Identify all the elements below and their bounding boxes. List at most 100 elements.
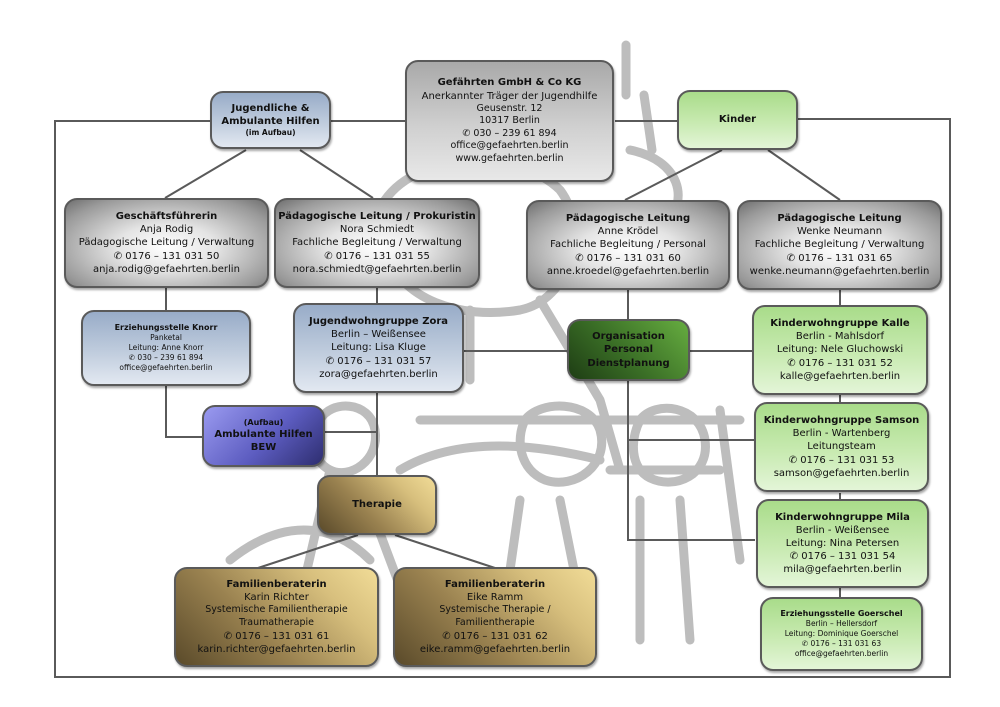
youth-branch-line2: Ambulante Hilfen: [221, 116, 320, 128]
goerschel-title: Erziehungsstelle Goerschel: [780, 608, 903, 618]
therapie-box: Therapie: [317, 475, 437, 535]
manager-box: Pädagogische Leitung Wenke Neumann Fachl…: [737, 200, 942, 290]
manager-role: Geschäftsführerin: [115, 211, 218, 223]
manager-box: Pädagogische Leitung Anne Krödel Fachlic…: [526, 200, 730, 290]
zora-email[interactable]: zora@gefaehrten.berlin: [319, 368, 438, 380]
root-title: Gefährten GmbH & Co KG: [437, 77, 582, 89]
manager-name: Nora Schmiedt: [339, 224, 415, 236]
bew-line2: Ambulante Hilfen: [214, 429, 313, 441]
group-email[interactable]: mila@gefaehrten.berlin: [783, 564, 902, 576]
group-title: Kinderwohngruppe Mila: [775, 511, 910, 523]
zora-phone: ✆ 0176 – 131 031 57: [325, 355, 432, 367]
manager-phone: ✆ 0176 – 131 031 65: [786, 252, 893, 264]
frame-line: [54, 118, 951, 678]
therapist-role: Familienberaterin: [226, 579, 327, 591]
therapist-phone: ✆ 0176 – 131 031 62: [442, 630, 548, 642]
manager-duty: Fachliche Begleitung / Verwaltung: [292, 237, 462, 249]
ambulante-hilfen-bew-box: (Aufbau) Ambulante Hilfen BEW: [202, 405, 325, 467]
knorr-place: Panketal: [150, 333, 182, 343]
therapist-duty: Familientherapie: [455, 617, 535, 628]
group-lead: Leitung: Nele Gluchowski: [776, 344, 904, 356]
therapist-box: Familienberaterin Karin Richter Systemis…: [174, 567, 379, 667]
manager-email[interactable]: wenke.neumann@gefaehrten.berlin: [749, 265, 930, 277]
kinderwohngruppe-box: Kinderwohngruppe Mila Berlin - Weißensee…: [756, 499, 929, 588]
therapist-name: Eike Ramm: [466, 592, 524, 604]
group-place: Berlin - Weißensee: [795, 524, 890, 536]
group-title: Kinderwohngruppe Samson: [763, 415, 920, 427]
therapist-box: Familienberaterin Eike Ramm Systemische …: [393, 567, 597, 667]
children-branch-label: Kinder: [718, 114, 757, 126]
therapist-role: Familienberaterin: [444, 579, 546, 591]
group-phone: ✆ 0176 – 131 031 54: [789, 551, 896, 563]
group-title: Kinderwohngruppe Kalle: [770, 318, 910, 330]
therapist-name: Karin Richter: [244, 592, 309, 604]
bew-line3: BEW: [250, 442, 277, 454]
therapist-duty: Systemische Familientherapie: [205, 604, 348, 616]
orga-line1: Organisation: [592, 331, 665, 343]
bew-line1: (Aufbau): [243, 417, 284, 427]
knorr-phone: ✆ 030 – 239 61 894: [128, 353, 204, 363]
group-lead: Leitungsteam: [807, 441, 876, 453]
manager-email[interactable]: anne.kroedel@gefaehrten.berlin: [546, 265, 710, 277]
manager-box: Geschäftsführerin Anja Rodig Pädagogisch…: [64, 198, 269, 288]
manager-phone: ✆ 0176 – 131 031 60: [575, 252, 681, 264]
goerschel-lead: Leitung: Dominique Goerschel: [784, 629, 899, 639]
therapist-phone: ✆ 0176 – 131 031 61: [223, 630, 330, 642]
zora-title: Jugendwohngruppe Zora: [309, 316, 448, 328]
manager-name: Anne Krödel: [597, 226, 659, 238]
orga-line2: Personal: [603, 344, 654, 356]
manager-name: Anja Rodig: [139, 224, 194, 236]
kinderwohngruppe-box: Kinderwohngruppe Kalle Berlin - Mahlsdor…: [752, 305, 928, 395]
goerschel-phone: ✆ 0176 – 131 031 63: [801, 639, 882, 649]
root-city: 10317 Berlin: [479, 115, 540, 127]
jugendwohngruppe-zora-box: Jugendwohngruppe Zora Berlin – Weißensee…: [293, 303, 464, 393]
therapist-email[interactable]: eike.ramm@gefaehrten.berlin: [419, 643, 571, 655]
root-street: Geusenstr. 12: [476, 102, 543, 114]
goerschel-email[interactable]: office@gefaehrten.berlin: [794, 649, 889, 659]
manager-role: Pädagogische Leitung: [777, 213, 902, 225]
root-subtitle: Anerkannter Träger der Jugendhilfe: [421, 90, 598, 102]
manager-phone: ✆ 0176 – 131 031 55: [324, 250, 430, 262]
manager-duty: Pädagogische Leitung / Verwaltung: [78, 237, 255, 249]
group-lead: Leitung: Nina Petersen: [785, 537, 900, 549]
orga-line3: Dienstplanung: [587, 357, 670, 369]
zora-place: Berlin – Weißensee: [331, 329, 426, 341]
manager-phone: ✆ 0176 – 131 031 50: [113, 250, 220, 262]
therapist-email[interactable]: karin.richter@gefaehrten.berlin: [197, 643, 356, 655]
group-email[interactable]: kalle@gefaehrten.berlin: [779, 370, 901, 382]
kinderwohngruppe-box: Kinderwohngruppe Samson Berlin - Wartenb…: [754, 402, 929, 492]
zora-lead: Leitung: Lisa Kluge: [331, 342, 426, 354]
root-phone: ✆ 030 – 239 61 894: [462, 127, 557, 139]
children-branch-box: Kinder: [677, 90, 798, 150]
goerschel-place: Berlin – Hellersdorf: [805, 619, 878, 629]
therapist-duty: Traumatherapie: [238, 617, 315, 628]
group-place: Berlin - Mahlsdorf: [795, 331, 885, 343]
group-phone: ✆ 0176 – 131 031 52: [787, 357, 893, 369]
manager-role: Pädagogische Leitung / Prokuristin: [278, 211, 476, 223]
line-youth-managers: [164, 149, 374, 199]
root-email[interactable]: office@gefaehrten.berlin: [450, 140, 569, 152]
knorr-email[interactable]: office@gefaehrten.berlin: [119, 363, 213, 373]
group-phone: ✆ 0176 – 131 031 53: [788, 454, 895, 466]
therapist-duty: Systemische Therapie /: [439, 604, 551, 616]
line-children-managers: [624, 149, 841, 201]
manager-duty: Fachliche Begleitung / Verwaltung: [754, 239, 925, 251]
youth-branch-box: Jugendliche & Ambulante Hilfen (im Aufba…: [210, 91, 331, 149]
group-place: Berlin - Wartenberg: [792, 428, 891, 440]
manager-role: Pädagogische Leitung: [565, 213, 691, 225]
group-email[interactable]: samson@gefaehrten.berlin: [773, 467, 910, 479]
therapie-label: Therapie: [352, 499, 402, 511]
erziehungsstelle-knorr-box: Erziehungsstelle Knorr Panketal Leitung:…: [81, 310, 251, 386]
erziehungsstelle-goerschel-box: Erziehungsstelle Goerschel Berlin – Hell…: [760, 597, 923, 671]
manager-duty: Fachliche Begleitung / Personal: [550, 239, 706, 251]
root-website[interactable]: www.gefaehrten.berlin: [455, 152, 564, 164]
youth-branch-note: (im Aufbau): [245, 128, 296, 138]
manager-email[interactable]: nora.schmiedt@gefaehrten.berlin: [292, 263, 462, 275]
manager-name: Wenke Neumann: [796, 226, 883, 238]
root-organization-box: Gefährten GmbH & Co KG Anerkannter Träge…: [405, 60, 614, 182]
manager-email[interactable]: anja.rodig@gefaehrten.berlin: [93, 263, 240, 275]
knorr-lead: Leitung: Anne Knorr: [128, 343, 204, 353]
organisation-box: Organisation Personal Dienstplanung: [567, 319, 690, 381]
knorr-title: Erziehungsstelle Knorr: [114, 322, 218, 332]
